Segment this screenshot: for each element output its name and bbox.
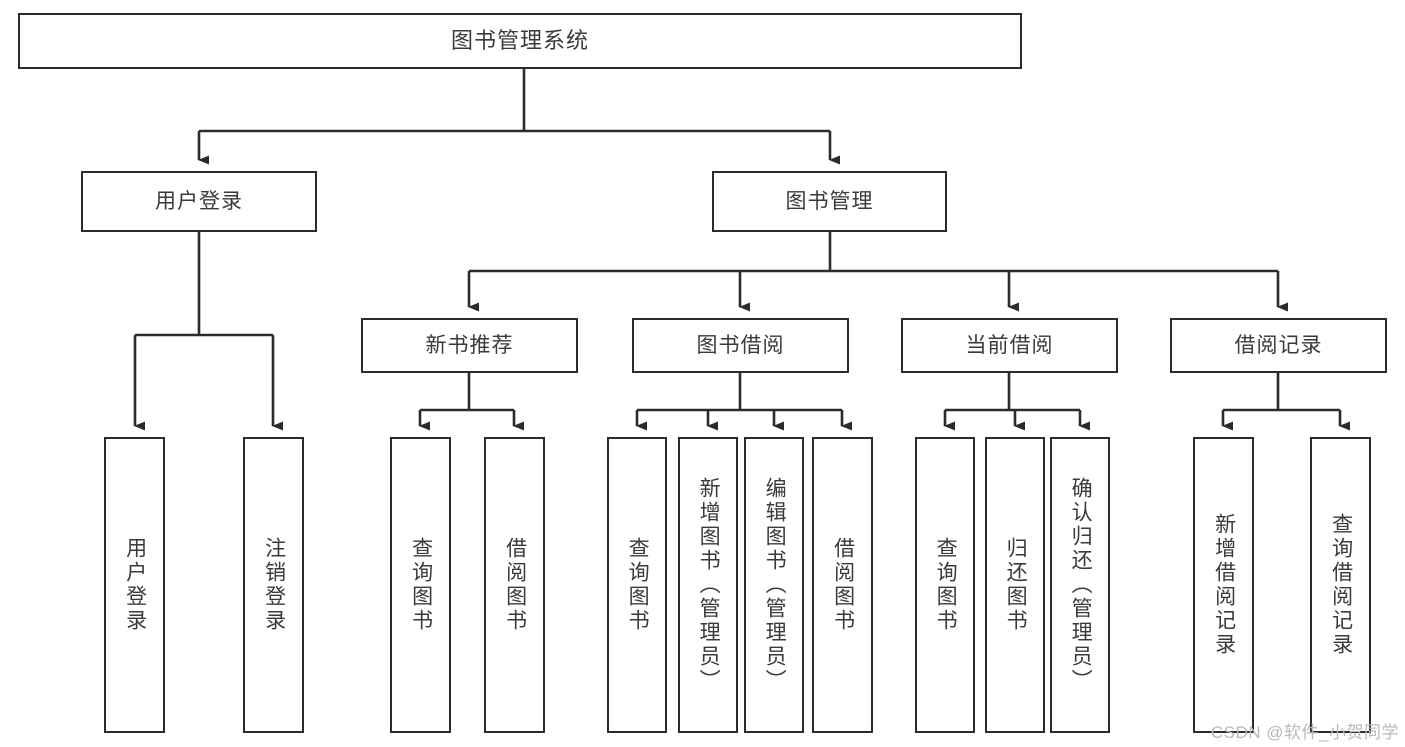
node-book-manage[interactable]: 图书管理 [712, 171, 947, 232]
node-leaf-edit-book[interactable]: 编辑图书（管理员） [744, 437, 804, 733]
node-leaf-borrow-book-2[interactable]: 借阅图书 [812, 437, 873, 733]
node-current-borrow[interactable]: 当前借阅 [901, 318, 1118, 373]
node-leaf-query-book-1[interactable]: 查询图书 [390, 437, 451, 733]
node-leaf-return-book[interactable]: 归还图书 [985, 437, 1045, 733]
node-leaf-logout[interactable]: 注销登录 [243, 437, 304, 733]
node-leaf-add-record[interactable]: 新增借阅记录 [1193, 437, 1254, 733]
node-user-login[interactable]: 用户登录 [81, 171, 317, 232]
node-borrow-record[interactable]: 借阅记录 [1170, 318, 1387, 373]
node-new-book-recommend[interactable]: 新书推荐 [361, 318, 578, 373]
node-book-borrow[interactable]: 图书借阅 [632, 318, 849, 373]
node-leaf-add-book[interactable]: 新增图书（管理员） [678, 437, 738, 733]
node-leaf-query-book-2[interactable]: 查询图书 [607, 437, 667, 733]
node-leaf-user-login[interactable]: 用户登录 [104, 437, 165, 733]
node-leaf-borrow-book-1[interactable]: 借阅图书 [484, 437, 545, 733]
node-leaf-query-book-3[interactable]: 查询图书 [915, 437, 975, 733]
node-leaf-confirm-return[interactable]: 确认归还（管理员） [1050, 437, 1110, 733]
node-root[interactable]: 图书管理系统 [18, 13, 1022, 69]
node-leaf-query-record[interactable]: 查询借阅记录 [1310, 437, 1371, 733]
csdn-watermark: CSDN @软件_小贺同学 [1210, 723, 1399, 742]
